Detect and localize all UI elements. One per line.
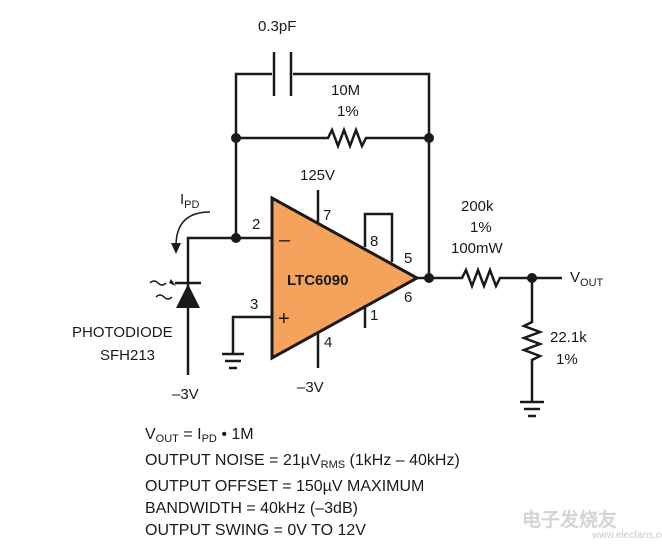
opamp-supply-neg: –3V	[297, 379, 324, 396]
noninverting-wire	[231, 315, 272, 354]
opamp-part: LTC6090	[287, 272, 348, 289]
light-arrow-icon	[155, 294, 173, 300]
light-arrow-icon	[149, 280, 167, 286]
spec-vout: VOUT = IPD • 1M	[145, 426, 254, 445]
photodiode-triangle	[176, 284, 200, 308]
opamp-triangle	[270, 195, 421, 361]
vout-label: VOUT	[570, 269, 604, 289]
feedback-resistor	[236, 126, 429, 150]
pin-label: 4	[324, 334, 332, 351]
pin-label: 7	[323, 207, 331, 224]
spec-bandwidth: BANDWIDTH = 40kHz (–3dB)	[145, 500, 358, 517]
photodiode-bias: –3V	[172, 386, 199, 403]
photodiode-part: SFH213	[100, 347, 155, 364]
opamp-inverting-symbol: –	[279, 229, 291, 251]
junction-dot	[231, 133, 241, 143]
opamp-noninverting-symbol: +	[278, 308, 290, 330]
pin-label: 8	[370, 233, 378, 250]
watermark-logo-text: 电子发烧友	[522, 510, 618, 531]
spec-offset: OUTPUT OFFSET = 150µV MAXIMUM	[145, 478, 425, 495]
opamp-pin8-loop	[363, 212, 394, 262]
light-arrowhead	[169, 279, 176, 286]
capacitor-value: 0.3pF	[258, 18, 296, 35]
capacitor-wire-left	[234, 72, 272, 138]
opamp-supply-pos: 125V	[300, 167, 335, 184]
junction-dot	[424, 133, 434, 143]
output-resistor-value: 200k	[461, 198, 494, 215]
capacitor-wire-right	[293, 72, 431, 138]
watermark-url: www.elecfans.com	[592, 530, 662, 541]
photocurrent-arrow	[175, 211, 211, 247]
feedback-resistor-tolerance: 1%	[337, 103, 359, 120]
load-resistor-value: 22.1k	[550, 329, 587, 346]
spec-swing: OUTPUT SWING = 0V TO 12V	[145, 522, 366, 539]
feedback-resistor-value: 10M	[331, 82, 360, 99]
pin-label: 6	[404, 289, 412, 306]
spec-list: VOUT = IPD • 1M OUTPUT NOISE = 21µVRMS (…	[145, 424, 460, 542]
load-resistor-tolerance: 1%	[556, 351, 578, 368]
photocurrent-label: IPD	[180, 191, 200, 211]
output-resistor	[429, 266, 532, 290]
spec-noise: OUTPUT NOISE = 21µVRMS (1kHz – 40kHz)	[145, 452, 460, 471]
photodiode-name: PHOTODIODE	[72, 324, 173, 341]
output-resistor-power: 100mW	[451, 240, 504, 257]
watermark: 电子发烧友 www.elecfans.com	[522, 505, 662, 541]
photocurrent-arrowhead	[171, 243, 181, 254]
pin-label: 3	[250, 296, 258, 313]
output-resistor-tolerance: 1%	[470, 219, 492, 236]
pin-label: 2	[252, 216, 260, 233]
pin-label: 5	[404, 250, 412, 267]
load-resistor	[520, 278, 544, 402]
photodiode-wire	[186, 236, 236, 375]
pin-label: 1	[370, 307, 378, 324]
